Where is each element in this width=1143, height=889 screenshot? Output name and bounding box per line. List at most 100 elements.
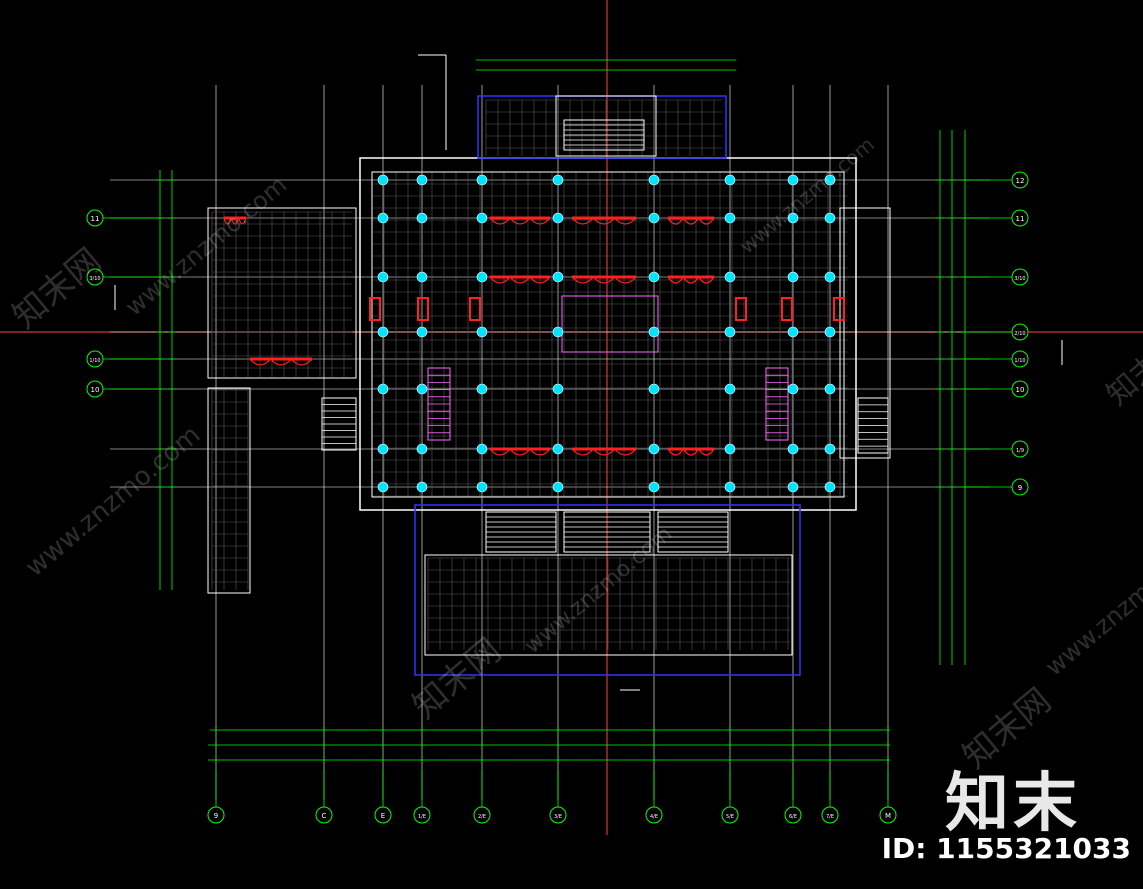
grid-bubble-right	[1011, 380, 1029, 398]
znzmo-logo: 知末	[945, 767, 1081, 841]
column-marker	[552, 383, 564, 395]
door-north-1	[509, 217, 531, 225]
column-marker	[377, 443, 389, 455]
column-marker	[377, 174, 389, 186]
column-marker	[724, 212, 736, 224]
door-south-3	[682, 448, 700, 456]
column-marker	[416, 481, 428, 493]
door-mid-2	[571, 276, 594, 284]
main-hall-inner-wall	[371, 171, 845, 498]
south-terrace-outline	[414, 504, 801, 676]
side-door	[417, 297, 429, 321]
grid-bubble-right-label: 9	[1018, 484, 1022, 492]
structural-columns	[377, 174, 836, 493]
door-south-3	[698, 448, 715, 456]
door-north-3	[667, 217, 684, 225]
grid-bubble-left	[86, 268, 104, 286]
central-room	[561, 295, 659, 353]
east-wing-wall	[839, 207, 891, 459]
column-marker	[724, 326, 736, 338]
dimension-lines	[156, 59, 969, 764]
column-marker	[476, 481, 488, 493]
column-marker	[552, 212, 564, 224]
grid-bubble-right	[1011, 268, 1029, 286]
grid-bubble-right	[1011, 440, 1029, 458]
column-marker	[552, 443, 564, 455]
column-marker	[787, 271, 799, 283]
door-south-1	[489, 448, 511, 456]
west-corridor-wall	[207, 387, 251, 594]
column-marker	[416, 271, 428, 283]
column-marker	[724, 174, 736, 186]
column-marker	[377, 326, 389, 338]
west-wing-wall	[207, 207, 357, 379]
door-mid-1	[489, 276, 511, 284]
door-south-1	[509, 448, 531, 456]
column-marker	[724, 383, 736, 395]
grid-bubble-bottom	[315, 806, 333, 824]
column-marker	[824, 326, 836, 338]
grid-bubble-bottom	[413, 806, 431, 824]
grid-bubble-bottom-label: C	[322, 812, 327, 820]
column-marker	[552, 271, 564, 283]
column-marker	[648, 383, 660, 395]
stair-hatch	[321, 119, 889, 553]
door-south-3	[667, 448, 684, 456]
column-marker	[787, 212, 799, 224]
door-west-entry	[230, 217, 240, 225]
grid-bubble-left-label: 11	[91, 215, 100, 223]
grid-bubble-bottom	[473, 806, 491, 824]
door-swings	[223, 216, 845, 456]
grid-bubble-bottom-label: 9	[214, 812, 218, 820]
side-door	[781, 297, 793, 321]
column-marker	[416, 212, 428, 224]
column-marker	[787, 443, 799, 455]
grid-bubble-left-label: 1/10	[89, 358, 100, 364]
column-marker	[787, 481, 799, 493]
grid-bubble-bottom-label: E	[381, 812, 385, 820]
column-marker	[476, 383, 488, 395]
building-walls	[207, 95, 891, 676]
column-marker	[377, 271, 389, 283]
door-mid-1	[509, 276, 531, 284]
column-marker	[552, 326, 564, 338]
column-marker	[724, 443, 736, 455]
column-marker	[416, 326, 428, 338]
door-west-wing	[249, 358, 272, 366]
door-west-wing	[270, 358, 292, 366]
column-marker	[377, 481, 389, 493]
column-marker	[476, 174, 488, 186]
grid-bubble-bottom	[721, 806, 739, 824]
grid-bubble-bottom-label: 4/E	[650, 814, 658, 820]
door-mid-1	[529, 276, 551, 284]
column-marker	[648, 212, 660, 224]
grid-bubble-right-label: 12	[1016, 177, 1025, 185]
grid-bubble-bottom	[549, 806, 567, 824]
grid-bubble-bottom	[207, 806, 225, 824]
grid-bubble-right-label: 11	[1016, 215, 1025, 223]
door-west-entry	[238, 217, 247, 225]
column-marker	[648, 174, 660, 186]
door-south-2	[614, 448, 637, 456]
door-north-2	[592, 217, 616, 225]
grid-bubble-bottom-label: 5/E	[726, 814, 734, 820]
column-marker	[724, 271, 736, 283]
door-west-entry	[223, 217, 232, 225]
side-door	[833, 297, 845, 321]
column-marker	[648, 326, 660, 338]
column-marker	[824, 212, 836, 224]
grid-bubble-left	[86, 350, 104, 368]
column-marker	[824, 174, 836, 186]
grid-bubble-left	[86, 380, 104, 398]
grid-bubble-right-label: 10	[1016, 386, 1025, 394]
column-marker	[787, 326, 799, 338]
grid-bubble-bottom-label: M	[885, 812, 891, 820]
column-marker	[824, 443, 836, 455]
grid-bubble-bottom	[784, 806, 802, 824]
side-door	[369, 297, 381, 321]
door-mid-3	[667, 276, 684, 284]
north-entry	[555, 95, 657, 157]
grid-bubble-left-label: 3/10	[89, 276, 100, 282]
